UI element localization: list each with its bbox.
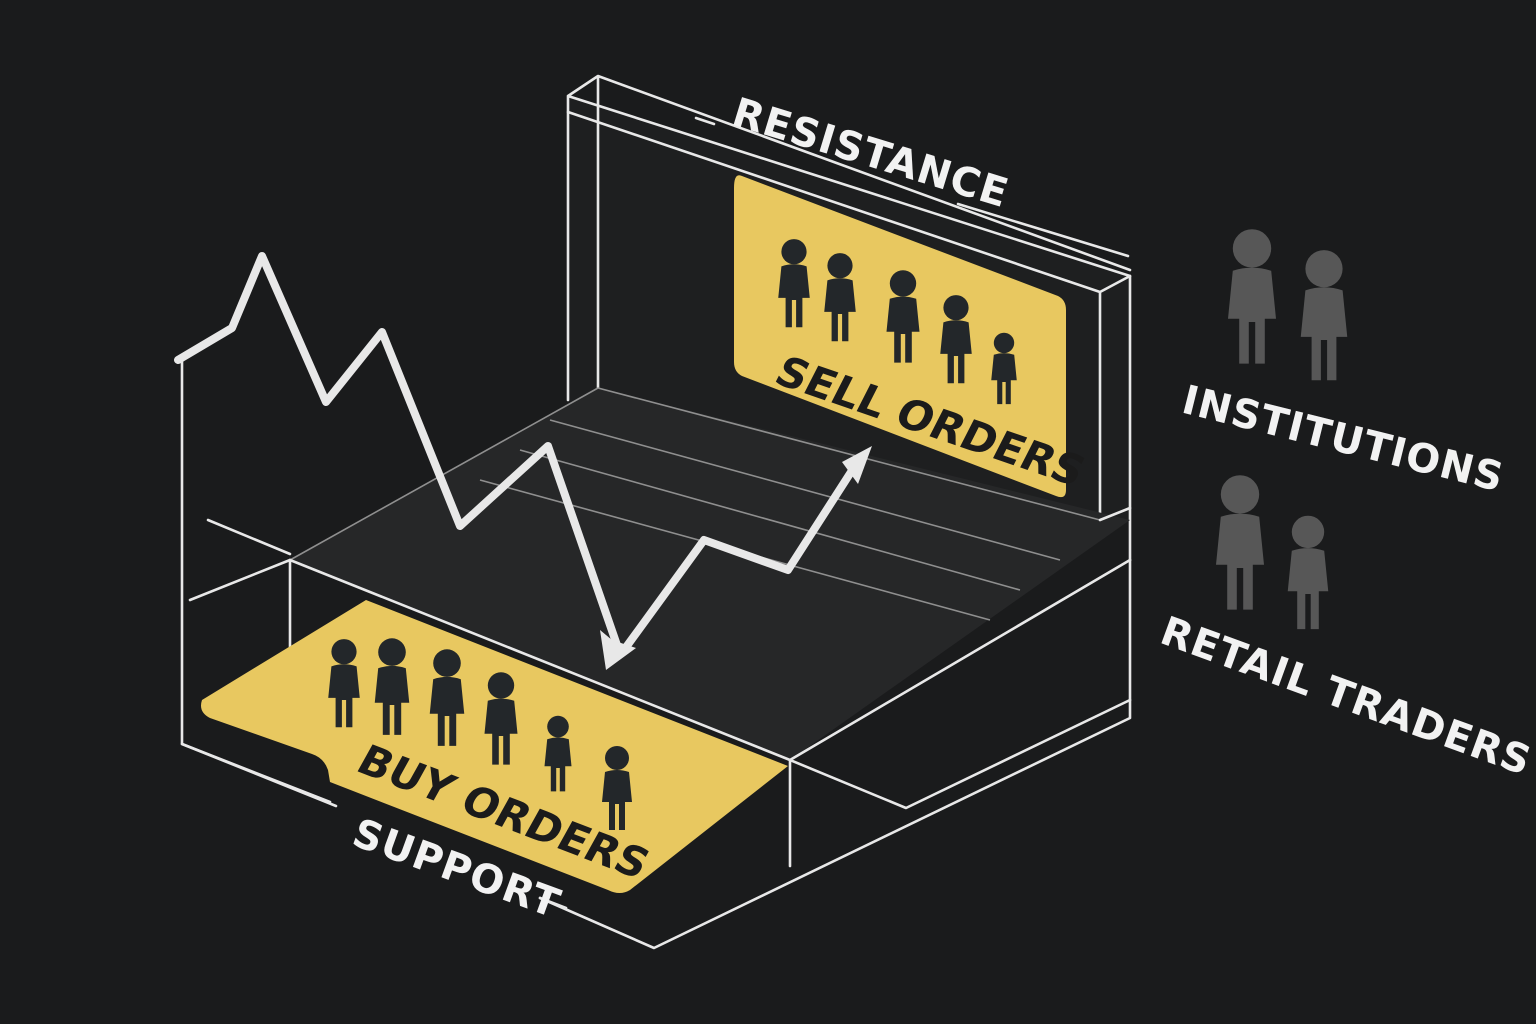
person-icon: [1228, 229, 1348, 381]
institutions-group: INSTITUTIONS: [1178, 229, 1508, 501]
price-line: [174, 252, 872, 670]
retail-traders-group: RETAIL TRADERS: [1155, 475, 1536, 785]
person-icon: [1216, 475, 1329, 630]
arrow-icon: [174, 252, 622, 652]
retail-traders-label: RETAIL TRADERS: [1155, 608, 1536, 785]
